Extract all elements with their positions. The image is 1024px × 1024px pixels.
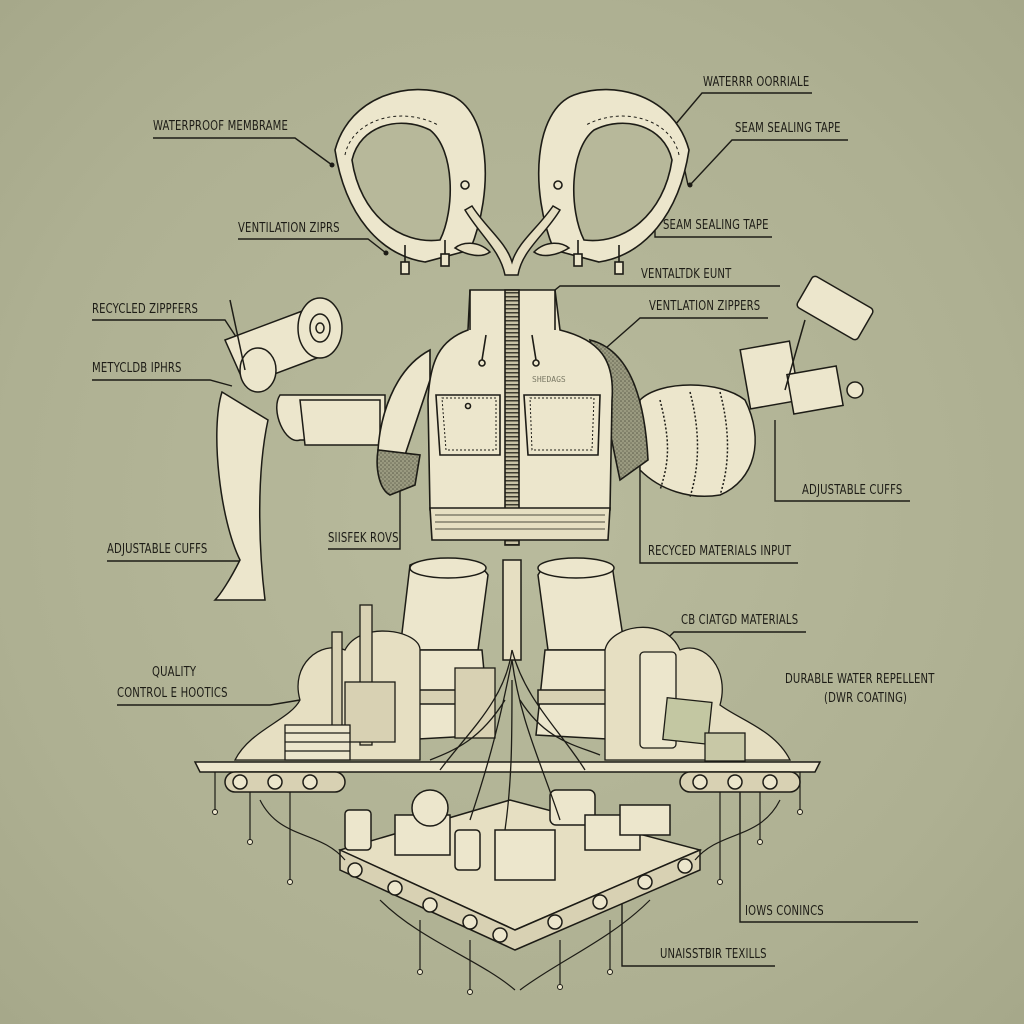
label-dwr-line2: (DWR COATING) [824, 691, 908, 706]
label-siisfek-rovs: SIISFEK ROVS [328, 531, 399, 546]
label-ventilation-zippers: VENTLATION ZIPPERS [649, 299, 761, 314]
label-iows-coninics: IOWS CONINCS [745, 904, 824, 919]
label-adjustable-cuffs-left: ADJUSTABLE CUFFS [107, 542, 208, 557]
label-metycldb-iphrs: METYCLDB IPHRS [92, 361, 182, 376]
jacket-badge: SHEDAGS [532, 375, 566, 384]
label-waterr-oorriale: WATERRR OORRIALE [703, 75, 810, 90]
left-hood [334, 88, 487, 275]
right-arm-device [639, 275, 874, 498]
label-quality-control-line1: QUALITY [152, 665, 197, 680]
label-seam-sealing-tape-1: SEAM SEALING TAPE [735, 121, 841, 136]
leader-lines [92, 92, 918, 967]
label-unaisstbir-texills: UNAISSTBIR TEXILLS [660, 947, 767, 962]
label-waterproof-membrane: WATERPROOF MEMBRAME [153, 119, 289, 134]
conveyor-platform [193, 761, 822, 793]
hanging-cables [214, 772, 801, 991]
label-ventilation-zips: VENTILATION ZIPRS [238, 221, 340, 236]
label-quality-control-line2: CONTROL E HOOTICS [117, 686, 228, 701]
label-seam-sealing-tape-2: SEAM SEALING TAPE [663, 218, 769, 233]
root-system [429, 649, 601, 831]
cable-ends [212, 809, 803, 995]
factory-skyline [233, 604, 792, 762]
machinery-base [337, 789, 703, 951]
left-arm-fabric-roll [213, 297, 386, 601]
label-recycled-materials-input: RECYCED MATERIALS INPUT [648, 544, 792, 559]
label-db-coated-materials: CB CIATGD MATERIALS [681, 613, 799, 628]
right-hood [537, 88, 690, 275]
label-dwr-line1: DURABLE WATER REPELLENT [785, 672, 935, 687]
label-adjustable-cuffs-right: ADJUSTABLE CUFFS [802, 483, 903, 498]
jacket-vest [376, 289, 649, 546]
label-recycled-zippers: RECYCLED ZIPPFERS [92, 302, 199, 317]
label-ventaltdk-eunt: VENTALTDK EUNT [641, 267, 732, 282]
sprout-stem [453, 204, 571, 661]
